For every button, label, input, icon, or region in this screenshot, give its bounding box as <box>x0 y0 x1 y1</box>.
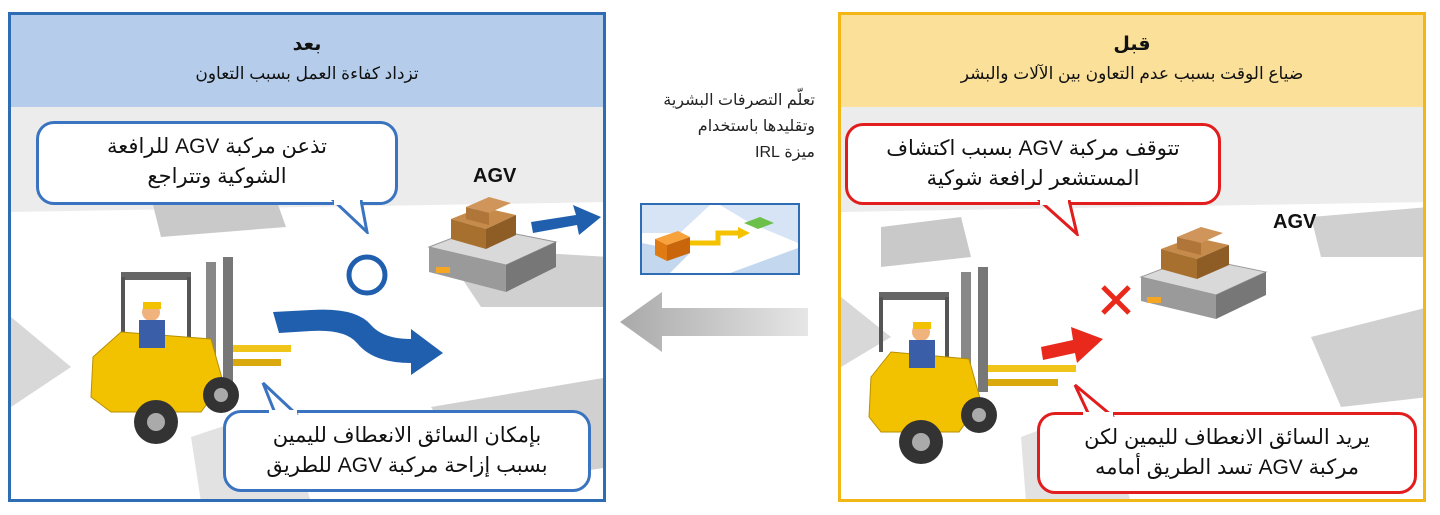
middle-caption-line-3: ميزة IRL <box>755 144 815 161</box>
before-agv-label: AGV <box>1273 211 1317 233</box>
before-top-bubble-tail <box>1037 200 1080 236</box>
agv-robot-icon <box>427 197 558 292</box>
after-bottom-bubble-tail <box>261 381 299 415</box>
after-top-bubble: تذعن مركبة AGV للرافعة الشوكية وتتراجع <box>36 121 398 205</box>
before-bottom-bubble-tail <box>1073 383 1115 418</box>
before-bottom-bubble-line-2: مركبة AGV تسد الطريق أمامه <box>1094 456 1360 479</box>
gray-left-arrow-icon <box>620 292 808 352</box>
before-subtitle: ضياع الوقت بسبب عدم التعاون بين الآلات و… <box>960 64 1304 83</box>
before-top-bubble-line-1: تتوقف مركبة AGV بسبب اكتشاف <box>886 137 1180 160</box>
irl-learning-icon <box>640 203 800 275</box>
after-panel: بعد تزداد كفاءة العمل بسبب التعاون <box>8 12 606 502</box>
before-scene: تتوقف مركبة AGV بسبب اكتشاف المستشعر لرا… <box>841 107 1423 499</box>
before-title: قبل <box>1113 34 1151 55</box>
after-title: بعد <box>292 34 322 55</box>
after-scene: تذعن مركبة AGV للرافعة الشوكية وتتراجع A… <box>11 107 603 499</box>
after-top-bubble-line-2: الشوكية وتتراجع <box>147 165 287 188</box>
ok-circle-mark <box>346 254 388 296</box>
middle-caption-line-2: وتقليدها باستخدام <box>697 118 815 135</box>
forklift-icon <box>90 257 291 444</box>
before-header: قبل ضياع الوقت بسبب عدم التعاون بين الآل… <box>841 15 1423 107</box>
middle-caption-line-1: تعلّم التصرفات البشرية <box>663 92 815 109</box>
before-bottom-bubble: يريد السائق الانعطاف لليمين لكن مركبة AG… <box>1037 412 1417 494</box>
middle-caption: تعلّم التصرفات البشرية وتقليدها باستخدام… <box>610 88 815 166</box>
blocked-x-mark <box>1101 285 1131 315</box>
forklift-icon <box>868 267 1076 464</box>
after-subtitle: تزداد كفاءة العمل بسبب التعاون <box>195 64 419 83</box>
before-top-bubble: تتوقف مركبة AGV بسبب اكتشاف المستشعر لرا… <box>845 123 1221 205</box>
before-bottom-bubble-line-1: يريد السائق الانعطاف لليمين لكن <box>1084 426 1370 449</box>
before-panel: قبل ضياع الوقت بسبب عدم التعاون بين الآل… <box>838 12 1426 502</box>
after-bottom-bubble: بإمكان السائق الانعطاف لليمين بسبب إزاحة… <box>223 410 591 492</box>
after-top-bubble-line-1: تذعن مركبة AGV للرافعة <box>107 135 327 158</box>
after-bottom-bubble-line-1: بإمكان السائق الانعطاف لليمين <box>272 424 542 447</box>
after-header: بعد تزداد كفاءة العمل بسبب التعاون <box>11 15 603 107</box>
before-top-bubble-line-2: المستشعر لرافعة شوكية <box>926 167 1140 190</box>
after-agv-label: AGV <box>473 165 517 187</box>
after-bottom-bubble-line-2: بسبب إزاحة مركبة AGV للطريق <box>266 454 548 477</box>
after-top-bubble-tail <box>331 200 369 234</box>
agv-robot-icon <box>1139 227 1268 319</box>
